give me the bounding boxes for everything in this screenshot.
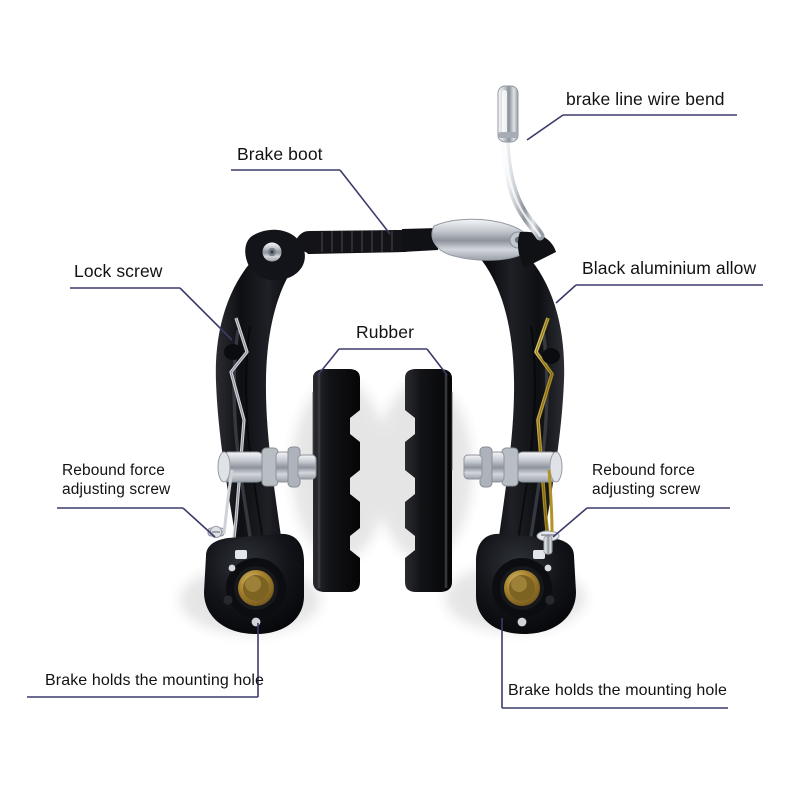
lock-screw-leader [179, 287, 233, 341]
rebound-force-adjusting-screw-right-leader [552, 507, 588, 538]
label-rubber: Rubber [356, 322, 414, 342]
brake-line-wire-bend-part [497, 85, 545, 241]
brake-boot-part [296, 228, 438, 254]
left-brake-pad [312, 369, 360, 592]
right-pad-hardware [463, 446, 563, 488]
right-adjusting-screw [536, 530, 560, 555]
right-brake-pad [405, 369, 453, 592]
rubber-leader-2 [426, 348, 448, 376]
left-pad-hardware [217, 446, 317, 488]
label-brake-holds-the-mounting-hole-right: Brake holds the mounting hole [508, 682, 728, 699]
brake-boot-leader [339, 169, 391, 235]
rebound-force-adjusting-screw-left-leader [182, 507, 216, 538]
label-rebound-force-adjusting-screw-left: Rebound force adjusting screw [62, 462, 171, 498]
label-brake-holds-the-mounting-hole-left: Brake holds the mounting hole [45, 672, 265, 689]
black-aluminium-allow-leader [555, 284, 577, 304]
rubber-leader [317, 348, 340, 376]
left-mounting-base [204, 469, 304, 634]
left-brake-arm [215, 229, 305, 596]
label-lock-screw: Lock screw [74, 261, 163, 281]
brake-line-wire-bend-leader [526, 114, 564, 141]
link-arm [431, 218, 556, 268]
label-brake-line-wire-bend: brake line wire bend [566, 89, 725, 109]
label-brake-boot: Brake boot [237, 144, 323, 164]
label-black-aluminium-allow: Black aluminium allow [582, 258, 757, 278]
right-mounting-base [476, 469, 576, 634]
label-rebound-force-adjusting-screw-right: Rebound force adjusting screw [592, 462, 701, 498]
